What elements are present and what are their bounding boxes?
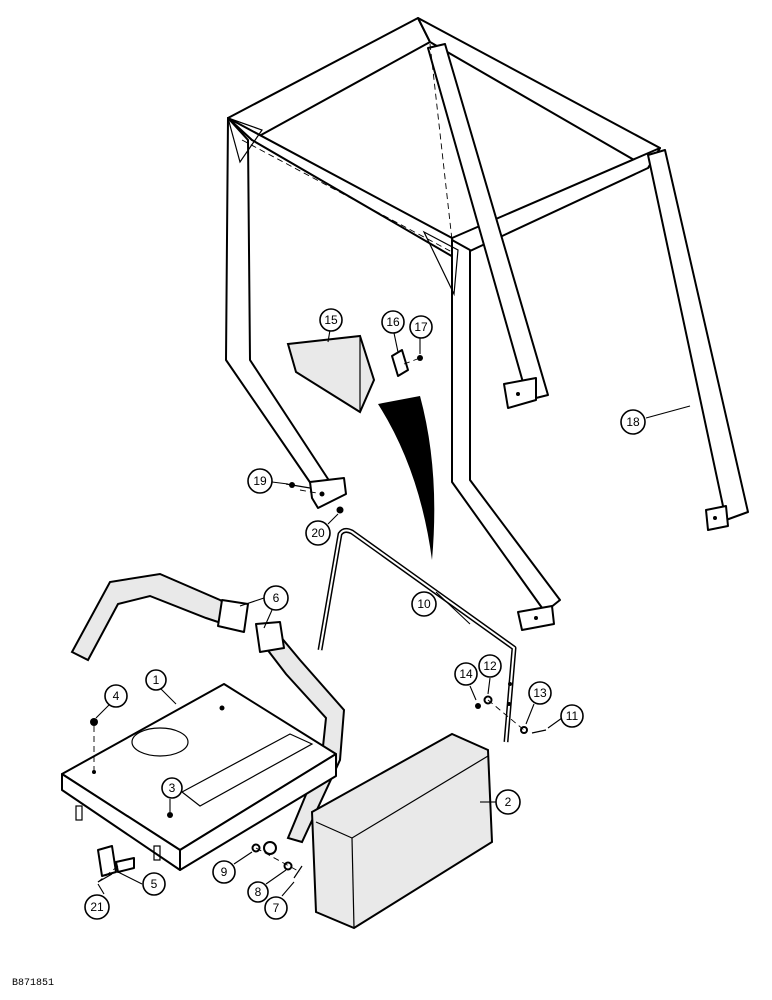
cushion-2 [310, 732, 494, 930]
svg-text:17: 17 [414, 320, 428, 334]
svg-text:19: 19 [253, 474, 267, 488]
clip-5 [97, 845, 135, 877]
callout-15: 15 [319, 308, 343, 343]
nut-20 [336, 506, 344, 514]
nut-4 [90, 718, 98, 726]
callout-12: 12 [478, 654, 502, 695]
callout-6: 6 [239, 585, 289, 629]
pad-15 [286, 334, 376, 414]
svg-text:10: 10 [417, 597, 431, 611]
callout-7: 7 [264, 881, 295, 920]
callout-21: 21 [84, 883, 110, 920]
nut-17 [417, 355, 423, 361]
bolt-11 [531, 729, 547, 734]
svg-text:18: 18 [626, 415, 640, 429]
svg-text:12: 12 [483, 659, 497, 673]
seat-belt-6 [70, 572, 346, 855]
svg-text:9: 9 [221, 865, 228, 879]
svg-text:13: 13 [533, 686, 547, 700]
assembly-lines [93, 43, 525, 883]
bracket-16 [391, 349, 409, 377]
washer-14 [475, 703, 481, 709]
svg-text:16: 16 [386, 315, 400, 329]
nut-3 [167, 812, 173, 818]
callout-1: 1 [145, 669, 177, 705]
callout-19: 19 [247, 468, 289, 494]
svg-text:15: 15 [324, 313, 338, 327]
callout-10: 10 [411, 591, 471, 625]
washer-8 [283, 861, 293, 871]
callout-9: 9 [212, 851, 253, 884]
callout-5: 5 [117, 871, 166, 896]
callout-14: 14 [454, 662, 478, 701]
callout-18: 18 [620, 405, 691, 435]
callout-11: 11 [547, 704, 584, 729]
callout-13: 13 [525, 681, 552, 725]
contour-arrow [378, 396, 435, 560]
svg-text:20: 20 [311, 526, 325, 540]
svg-text:21: 21 [90, 900, 104, 914]
figure-code: B871851 [12, 978, 55, 989]
seat-pan-1 [61, 683, 337, 871]
callout-16: 16 [381, 310, 405, 353]
svg-text:8: 8 [255, 885, 262, 899]
svg-text:3: 3 [169, 781, 176, 795]
svg-text:1: 1 [153, 673, 160, 687]
svg-text:6: 6 [273, 591, 280, 605]
svg-text:4: 4 [113, 689, 120, 703]
bolt-19 [285, 482, 311, 489]
bolt-7 [293, 865, 303, 879]
rops-frame [225, 17, 749, 631]
svg-text:7: 7 [273, 901, 280, 915]
callout-8: 8 [247, 869, 287, 903]
svg-text:5: 5 [151, 877, 158, 891]
callout-20: 20 [305, 513, 339, 546]
callout-2: 2 [480, 789, 521, 815]
callout-3: 3 [161, 777, 183, 812]
callout-4: 4 [95, 684, 128, 719]
bar-10 [317, 527, 517, 743]
callout-17: 17 [409, 315, 433, 354]
svg-text:11: 11 [566, 709, 579, 723]
svg-text:14: 14 [459, 667, 473, 681]
svg-text:2: 2 [505, 795, 512, 809]
